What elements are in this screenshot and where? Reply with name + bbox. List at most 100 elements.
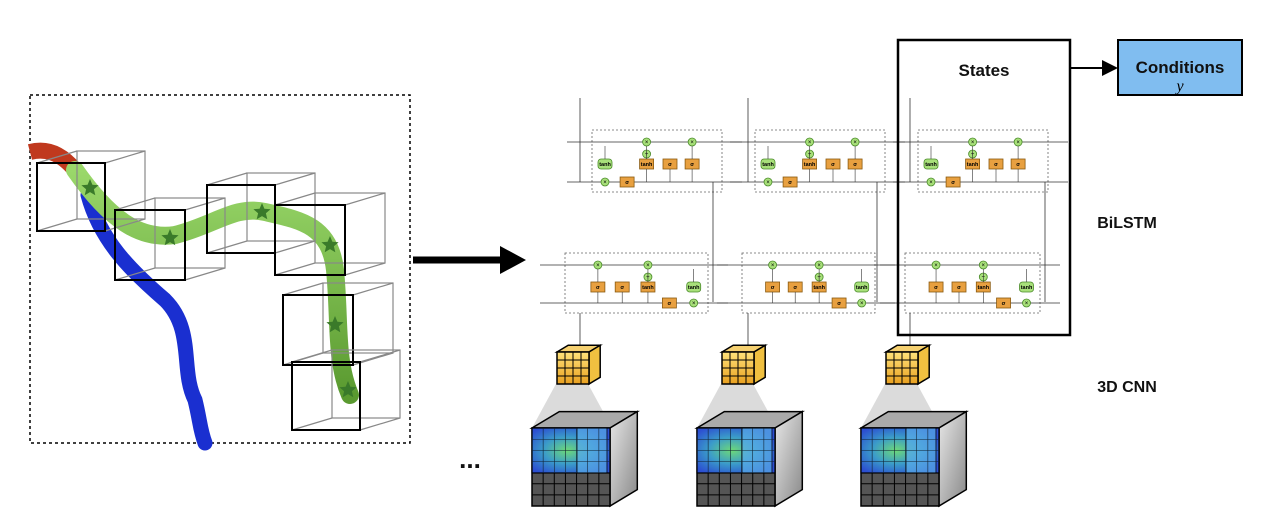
gate-label: σ <box>994 162 998 168</box>
cell-frame <box>917 129 1049 193</box>
cnn-label: 3D CNN <box>1097 379 1157 396</box>
cube-edge <box>36 218 78 232</box>
main-arrow-head <box>500 246 526 274</box>
gate-label: tanh <box>925 162 937 168</box>
cell-frame <box>564 252 709 314</box>
cube-edge <box>184 197 226 211</box>
sigmoid-gate <box>661 297 677 309</box>
cube-edge <box>274 172 316 186</box>
cnn-unit <box>529 313 641 508</box>
cell-frame <box>741 252 876 314</box>
pointwise-op <box>1022 298 1031 308</box>
gate-label: σ <box>1016 162 1020 168</box>
patch-cube <box>274 192 386 276</box>
sigmoid-gate <box>945 176 961 188</box>
conditions-label: Conditions <box>1136 58 1225 77</box>
cube-edge <box>344 192 386 206</box>
patch-cube <box>36 150 146 232</box>
cube-edge <box>352 282 394 296</box>
cube-edge <box>114 197 156 211</box>
cell-frame <box>754 129 886 193</box>
op-symbol: × <box>1016 140 1020 146</box>
cube-edge <box>36 150 78 164</box>
cube-edge <box>104 218 146 232</box>
gate-label: σ <box>957 285 961 291</box>
pointwise-op <box>926 177 936 187</box>
cnn-unit <box>858 313 970 508</box>
op-symbol: × <box>971 140 975 146</box>
op-symbol: × <box>690 140 694 146</box>
cube-edge <box>114 267 156 281</box>
gate-label: tanh <box>856 285 868 291</box>
gate-label: σ <box>837 301 841 307</box>
cube-edge <box>184 267 226 281</box>
input-volume-side <box>609 410 639 508</box>
feature-cube-side <box>917 343 930 386</box>
gate-label: σ <box>934 285 938 291</box>
gate-label: tanh <box>967 162 979 168</box>
cube-front <box>291 361 361 431</box>
star-icon <box>339 381 357 398</box>
vessel-blue <box>80 187 213 451</box>
input-volume-side <box>774 410 804 508</box>
cube-back <box>314 192 386 264</box>
cube-edge <box>282 282 324 296</box>
cube-back <box>76 150 146 220</box>
op-symbol: × <box>692 301 696 307</box>
cube-edge <box>344 262 386 276</box>
gate-label: σ <box>788 180 792 186</box>
sigmoid-gate <box>996 297 1011 309</box>
sigmoid-gate <box>831 297 847 309</box>
gate-label: σ <box>1002 301 1006 307</box>
op-symbol: × <box>603 180 607 186</box>
cube-edge <box>359 417 401 431</box>
star-icon <box>161 229 179 246</box>
gate-label: tanh <box>977 285 989 291</box>
sigmoid-gate <box>782 176 798 188</box>
star-icon <box>81 179 99 196</box>
op-symbol: × <box>596 263 600 269</box>
gate-label: σ <box>690 162 694 168</box>
cube-edge <box>274 192 316 206</box>
op-symbol: × <box>645 140 649 146</box>
input-volume-side <box>938 410 968 508</box>
gate-label: σ <box>951 180 955 186</box>
gate-label: σ <box>831 162 835 168</box>
cube-front <box>114 209 186 281</box>
patch-cube <box>291 349 401 431</box>
gate-label: σ <box>771 285 775 291</box>
cube-edge <box>359 349 401 363</box>
gate-label: tanh <box>641 162 653 168</box>
cube-front <box>36 162 106 232</box>
feature-cube-side <box>588 343 601 386</box>
op-symbol: × <box>1025 301 1029 307</box>
cell-frame <box>591 129 723 193</box>
cube-edge <box>104 150 146 164</box>
op-symbol: × <box>817 263 821 269</box>
gate-label: σ <box>668 162 672 168</box>
gate-label: tanh <box>599 162 611 168</box>
cube-edge <box>291 417 333 431</box>
op-symbol: × <box>860 301 864 307</box>
cnn-unit <box>694 313 806 508</box>
cube-edge <box>206 172 248 186</box>
pointwise-op <box>763 177 773 187</box>
op-symbol: × <box>766 180 770 186</box>
conditions-box <box>1117 39 1243 96</box>
cell-frame <box>904 252 1041 314</box>
cube-back <box>154 197 226 269</box>
op-symbol: × <box>808 140 812 146</box>
op-symbol: × <box>929 180 933 186</box>
sigmoid-gate <box>619 176 635 188</box>
dashed-frame <box>29 94 411 444</box>
states-label: States <box>958 61 1009 80</box>
gate-label: σ <box>853 162 857 168</box>
op-symbol: × <box>853 140 857 146</box>
